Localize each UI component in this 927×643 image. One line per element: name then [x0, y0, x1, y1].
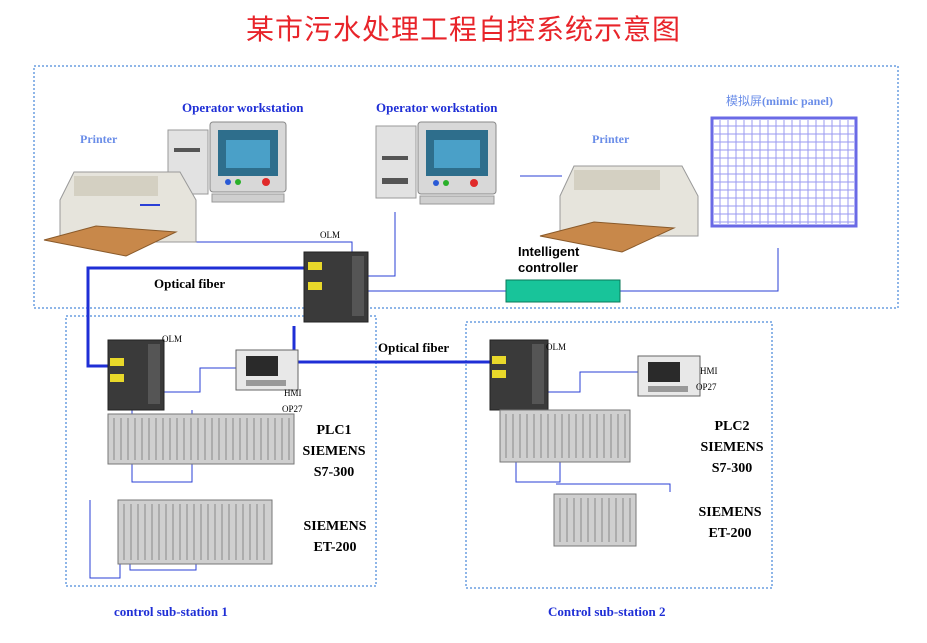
et200-right-label: SIEMENS ET-200	[688, 502, 772, 544]
substation-2-label: Control sub-station 2	[548, 604, 666, 619]
optical-fiber-left	[86, 266, 308, 368]
intelligent-controller-line1: Intelligent	[518, 244, 580, 259]
substation-1-border	[65, 315, 377, 587]
plc2-label-line2: SIEMENS	[700, 440, 764, 455]
operator-workstation-1-label: Operator workstation	[182, 100, 304, 115]
substation-2-border	[465, 321, 773, 589]
et200-left-label-line1: SIEMENS	[303, 519, 367, 534]
substation-1-label: control sub-station 1	[114, 604, 228, 619]
printer-2-icon	[539, 165, 699, 253]
operator-workstation-2-label: Operator workstation	[376, 100, 498, 115]
printer-1-label: Printer	[80, 132, 118, 146]
op27-right-label: OP27	[696, 382, 717, 392]
wire-plc2-et200	[556, 483, 671, 492]
wire-plc1-et200	[89, 500, 121, 579]
printer-1-icon	[43, 171, 197, 257]
plc1-label-line1: PLC1	[316, 423, 352, 438]
operator-workstation-2-icon	[375, 121, 497, 205]
olm-right-label: OLM	[546, 342, 566, 352]
olm-left-icon	[107, 339, 165, 411]
olm-right-icon	[489, 339, 549, 411]
control-room-border	[33, 65, 899, 309]
et200-right-icon	[553, 493, 637, 547]
plc2-label-line1: PLC2	[714, 419, 750, 434]
hmi-left-icon	[235, 349, 299, 391]
plc1-label-line3: S7-300	[313, 465, 355, 480]
et200-right-label-line1: SIEMENS	[698, 505, 762, 520]
plc2-rack-icon	[499, 409, 631, 463]
mimic-panel-label: 模拟屏(mimic panel)	[726, 92, 833, 109]
plc1-rack-icon	[107, 413, 295, 465]
printer-2-label: Printer	[592, 132, 630, 146]
wire-olm1-hmi1	[160, 367, 236, 393]
wire-et200-loop	[129, 564, 197, 571]
hmi-right-label: HMI	[700, 366, 718, 376]
mimic-panel-icon	[710, 116, 858, 228]
mimic-panel-label-en: (mimic panel)	[762, 94, 834, 108]
op27-left-label: OP27	[282, 404, 303, 414]
plc2-label-line3: S7-300	[711, 461, 753, 476]
olm-top-icon	[303, 251, 369, 323]
optical-fiber-label-1: Optical fiber	[154, 276, 226, 291]
wire-controller-mimic	[620, 248, 779, 292]
et200-left-label: SIEMENS ET-200	[296, 516, 374, 558]
plc1-label: PLC1 SIEMENS S7-300	[296, 420, 372, 483]
hmi-left-label: HMI	[284, 388, 302, 398]
et200-right-label-line2: ET-200	[708, 526, 752, 541]
olm-top-label: OLM	[320, 230, 340, 240]
operator-workstation-1-icon	[167, 121, 287, 203]
wire-ws2-olm	[366, 212, 396, 277]
mimic-panel-label-cn: 模拟屏	[726, 94, 763, 108]
intelligent-controller-box	[505, 279, 621, 303]
plc2-label: PLC2 SIEMENS S7-300	[690, 416, 774, 479]
wire-olm2-hmi2	[540, 371, 638, 393]
diagram-title: 某市污水处理工程自控系统示意图	[245, 13, 681, 46]
intelligent-controller-line2: controller	[518, 260, 578, 275]
et200-left-icon	[117, 499, 273, 565]
optical-fiber-label-2: Optical fiber	[378, 340, 450, 355]
olm-left-label: OLM	[162, 334, 182, 344]
hmi-right-icon	[637, 355, 701, 397]
intelligent-controller-label: Intelligent controller	[518, 244, 579, 276]
wire-plc2-link	[515, 460, 561, 483]
et200-left-label-line2: ET-200	[313, 540, 357, 555]
plc1-label-line2: SIEMENS	[302, 444, 366, 459]
